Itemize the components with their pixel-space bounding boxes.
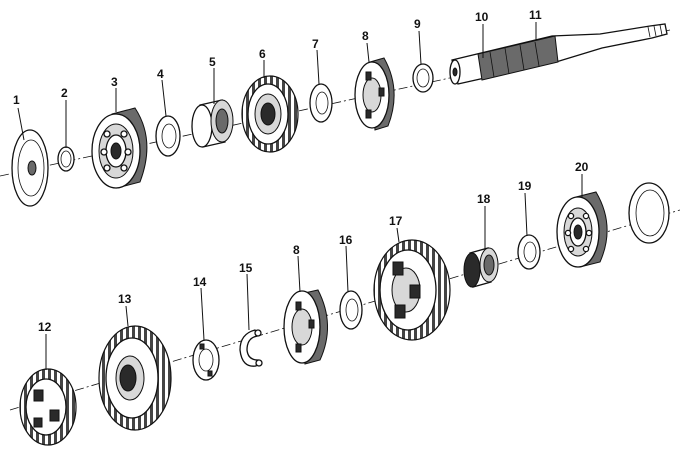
callout-16: 16 (339, 233, 353, 247)
callout-18: 18 (477, 192, 491, 206)
part-6-gear (241, 75, 299, 153)
part-3-ball-bearing (91, 107, 148, 189)
part-1-cover-disc (11, 129, 49, 207)
callout-17: 17 (389, 214, 403, 228)
part-12-small-gear (19, 368, 77, 446)
leader-lines (17, 22, 583, 370)
callout-1: 1 (13, 93, 20, 107)
part-2-snap-ring (57, 146, 75, 172)
callout-10: 10 (475, 10, 489, 24)
callout-4: 4 (157, 67, 164, 81)
part-13-large-gear (98, 325, 172, 431)
part-4-washer (155, 115, 181, 157)
end-spacer-ring (628, 182, 670, 244)
part-10-11-output-shaft (449, 23, 668, 85)
part-8-upper-hub (354, 57, 395, 131)
part-15-circlip (239, 329, 263, 367)
part-9-snap-ring (412, 63, 434, 93)
part-8-lower-hub (283, 289, 329, 365)
part-17-dog-gear (373, 239, 451, 341)
part-19-washer (517, 234, 541, 270)
part-14-lock-washer (192, 339, 220, 381)
callout-5: 5 (209, 55, 216, 69)
callout-20: 20 (575, 160, 589, 174)
callout-15: 15 (239, 261, 253, 275)
callout-13: 13 (118, 292, 132, 306)
part-7-washer (309, 83, 333, 123)
callout-8-lower: 8 (293, 243, 300, 257)
callout-9: 9 (414, 17, 421, 31)
callout-numbers: 1 2 3 4 5 6 7 8 9 10 11 12 13 14 15 8 16… (13, 8, 589, 334)
callout-2: 2 (61, 86, 68, 100)
part-5-bushing (191, 99, 234, 148)
part-16-washer (339, 290, 363, 330)
part-18-bushing (463, 247, 499, 288)
callout-3: 3 (111, 75, 118, 89)
callout-6: 6 (259, 47, 266, 61)
callout-19: 19 (518, 179, 532, 193)
callout-8-upper: 8 (362, 29, 369, 43)
callout-7: 7 (312, 37, 319, 51)
part-20-ball-bearing (556, 191, 608, 268)
callout-12: 12 (38, 320, 52, 334)
callout-14: 14 (193, 275, 207, 289)
callout-11: 11 (529, 8, 542, 22)
